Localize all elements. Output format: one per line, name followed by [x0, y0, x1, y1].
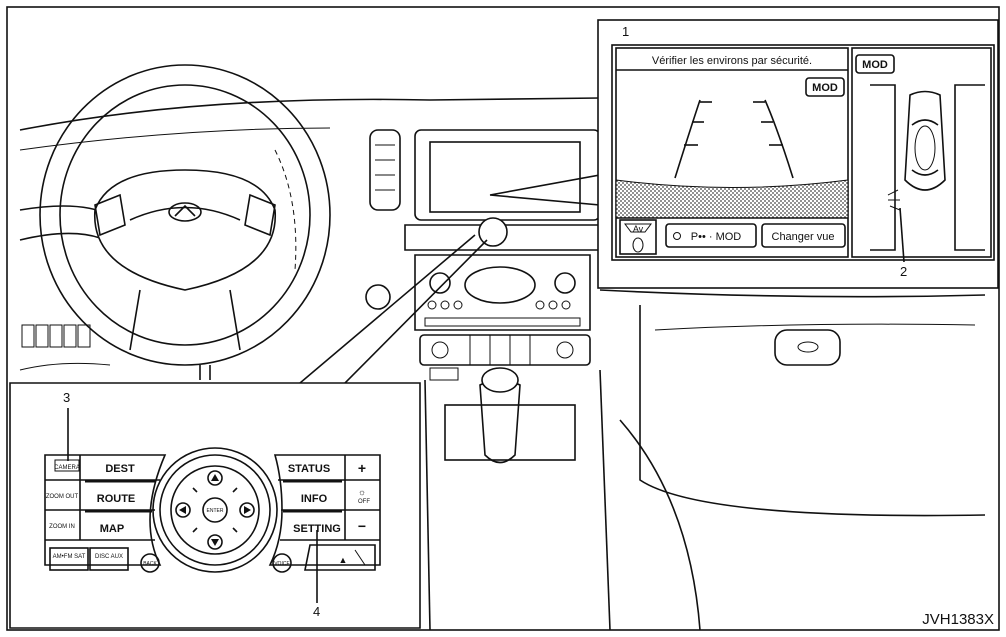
zoom-in-button[interactable]: ZOOM IN — [49, 524, 75, 530]
voice-button[interactable]: VOICE — [274, 561, 290, 567]
map-button[interactable]: MAP — [100, 523, 124, 535]
outer-frame — [6, 6, 1000, 631]
camera-button[interactable]: CAMERA — [54, 465, 80, 471]
screen-inset — [597, 19, 999, 289]
day-night-off-button[interactable]: OFF — [358, 499, 370, 505]
callout-1: 1 — [622, 24, 629, 39]
status-button[interactable]: STATUS — [288, 463, 330, 475]
minus-button[interactable]: − — [358, 518, 366, 534]
dest-button[interactable]: DEST — [105, 463, 135, 475]
dashboard-drawing — [19, 97, 986, 631]
figure-code: JVH1383X — [922, 611, 994, 628]
safety-message: Vérifier les environs par sécurité. — [652, 55, 812, 67]
mod-badge-side: MOD — [862, 59, 888, 71]
eject-icon[interactable]: ▲ — [339, 555, 348, 565]
controller-inset — [9, 382, 421, 629]
av-label: Av — [633, 224, 644, 234]
callout-2: 2 — [900, 264, 907, 279]
day-night-icon: ☼ — [358, 487, 366, 497]
am-fm-sat-button[interactable]: AM•FM SAT — [53, 554, 86, 560]
enter-button[interactable]: ENTER — [207, 508, 224, 514]
steering-wheel — [39, 64, 331, 380]
zoom-out-button[interactable]: ZOOM OUT — [46, 494, 79, 500]
disc-aux-button[interactable]: DISC AUX — [95, 554, 123, 560]
setting-button[interactable]: SETTING — [293, 523, 341, 535]
change-view-button[interactable]: Changer vue — [772, 231, 835, 243]
callout-4: 4 — [313, 604, 320, 619]
info-button[interactable]: INFO — [301, 493, 328, 505]
labels: 1 2 3 4 JVH1383X Vérifier les environs p… — [46, 24, 994, 628]
callout-3: 3 — [63, 390, 70, 405]
p-mod-button[interactable]: P•• · MOD — [691, 231, 742, 243]
back-button[interactable]: BACK — [143, 561, 157, 567]
mod-badge-main: MOD — [812, 82, 838, 94]
plus-button[interactable]: + — [358, 460, 366, 476]
route-button[interactable]: ROUTE — [97, 493, 136, 505]
